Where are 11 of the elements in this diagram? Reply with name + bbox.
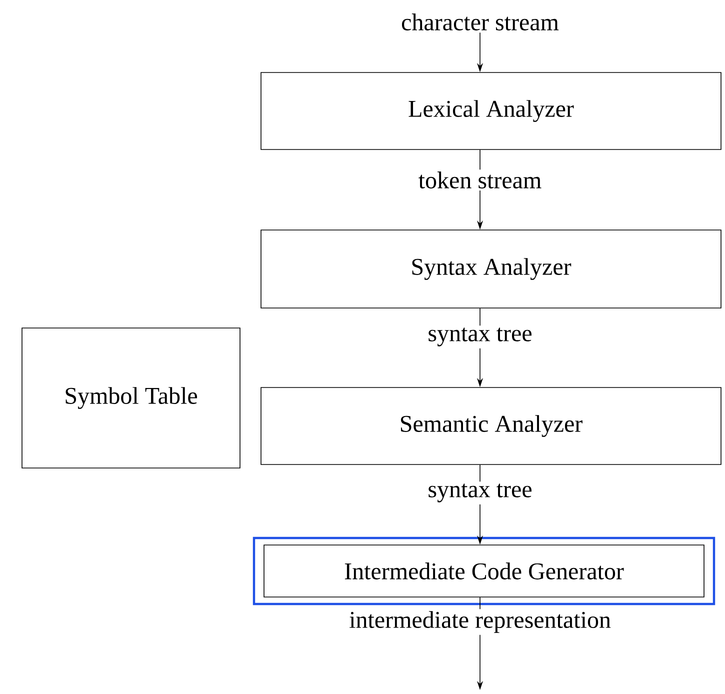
highlight-frame	[252, 536, 716, 606]
process-box: Intermediate Code Generator	[264, 544, 704, 598]
process-box: Symbol Table	[22, 328, 240, 468]
edge-label: syntax tree	[426, 482, 534, 504]
process-box: Syntax Analyzer	[260, 230, 722, 308]
input-label: character stream	[402, 14, 559, 30]
edge-label: syntax tree	[426, 326, 534, 348]
process-box: Semantic Analyzer	[260, 387, 722, 465]
edge-label: intermediate representation	[347, 609, 613, 635]
edge-label: token stream	[416, 170, 544, 190]
process-box: Lexical Analyzer	[260, 72, 722, 150]
